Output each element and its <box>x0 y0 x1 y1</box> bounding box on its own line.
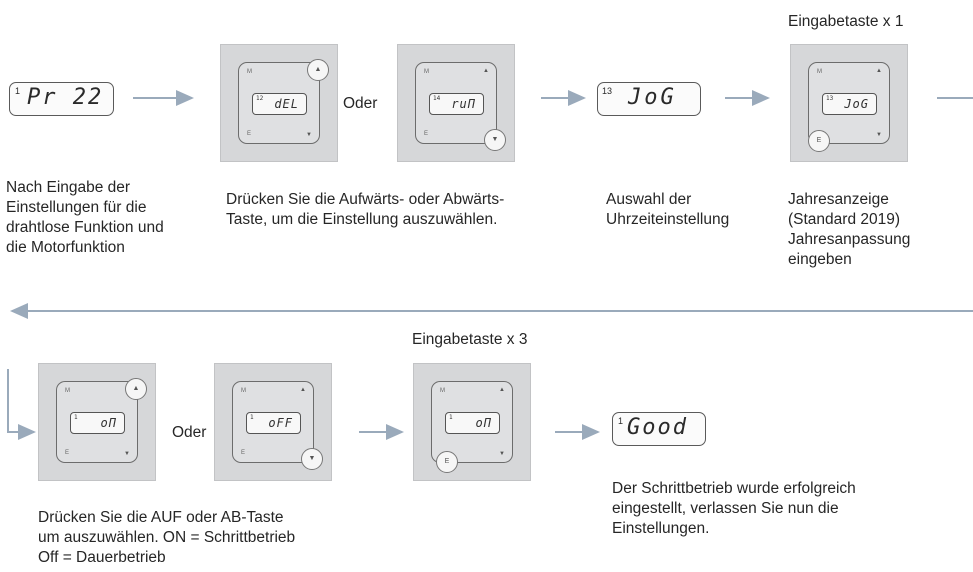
step1-caption: Nach Eingabe der Einstellungen für die d… <box>6 179 164 256</box>
arrow-down-right <box>7 369 36 440</box>
device-frame: M E ▲ 1 oFF <box>232 381 314 463</box>
device-frame: M E ▲ 14 ruП <box>415 62 497 144</box>
mode-label: M <box>817 69 822 75</box>
device-panel-down-off: M E ▲ 1 oFF ▼ <box>214 363 332 481</box>
lcd-value: Good <box>627 415 688 440</box>
screen-number: 1 <box>449 414 453 421</box>
device-panel-enter-3: M ▲ ▼ 1 oП E <box>413 363 531 481</box>
up-triangle-icon: ▲ <box>499 387 505 393</box>
down-triangle-icon: ▼ <box>876 132 882 138</box>
screen-value: ruП <box>451 97 476 111</box>
screen-value: oП <box>100 416 117 430</box>
lcd-value: Pr 22 <box>27 85 104 110</box>
device-screen: 13 JoG <box>822 93 877 115</box>
enter-x3-label: Eingabetaste x 3 <box>412 331 528 348</box>
device-panel-up-on: M E ▼ 1 oП ▲ <box>38 363 156 481</box>
screen-number: 13 <box>826 95 834 102</box>
up-triangle-icon: ▲ <box>876 68 882 74</box>
down-triangle-icon: ▼ <box>306 132 312 138</box>
step5-caption: Drücken Sie die AUF oder AB-Taste um aus… <box>38 509 296 566</box>
screen-value: JoG <box>844 97 869 111</box>
up-triangle-icon: ▲ <box>483 68 489 74</box>
down-triangle-icon: ▼ <box>124 451 130 457</box>
enter-x1-label: Eingabetaste x 1 <box>788 13 904 30</box>
screen-number: 14 <box>433 95 441 102</box>
oder-label-1: Oder <box>343 95 378 112</box>
mode-label: M <box>65 388 70 394</box>
lcd-value: JoG <box>628 85 677 110</box>
enter-button-highlight[interactable]: E <box>436 451 458 473</box>
lcd-display-jog: 13 JoG <box>597 82 701 116</box>
screen-number: 1 <box>74 414 78 421</box>
lcd-number: 13 <box>602 86 613 96</box>
step4-caption: Jahresanzeige (Standard 2019) Jahresanpa… <box>788 191 911 268</box>
enter-label: E <box>65 450 70 456</box>
device-panel-up: M E ▼ 12 dEL ▲ <box>220 44 338 162</box>
mode-label: M <box>424 69 429 75</box>
screen-value: dEL <box>274 97 299 111</box>
screen-value: oП <box>475 416 492 430</box>
device-frame: M E ▼ 12 dEL <box>238 62 320 144</box>
up-triangle-icon: ▲ <box>300 387 306 393</box>
step2-caption: Drücken Sie die Aufwärts- oder Abwärts- … <box>226 191 505 228</box>
screen-value: oFF <box>268 416 293 430</box>
device-screen: 12 dEL <box>252 93 307 115</box>
up-button-highlight[interactable]: ▲ <box>125 378 147 400</box>
device-panel-down: M E ▲ 14 ruП ▼ <box>397 44 515 162</box>
lcd-number: 1 <box>15 86 21 96</box>
device-screen: 1 oП <box>445 412 500 434</box>
down-button-highlight[interactable]: ▼ <box>301 448 323 470</box>
oder-label-2: Oder <box>172 424 207 441</box>
mode-label: M <box>247 69 252 75</box>
down-button-highlight[interactable]: ▼ <box>484 129 506 151</box>
lcd-display-pr22: 1 Pr 22 <box>9 82 114 116</box>
step7-caption: Der Schrittbetrieb wurde erfolgreich ein… <box>612 480 856 537</box>
down-triangle-icon: ▼ <box>499 451 505 457</box>
screen-number: 12 <box>256 95 264 102</box>
device-frame: M E ▼ 1 oП <box>56 381 138 463</box>
mode-label: M <box>241 388 246 394</box>
enter-label: E <box>424 131 429 137</box>
enter-button-highlight[interactable]: E <box>808 130 830 152</box>
screen-number: 1 <box>250 414 254 421</box>
enter-label: E <box>241 450 246 456</box>
device-panel-enter: M ▲ ▼ 13 JoG E <box>790 44 908 162</box>
device-screen: 1 oFF <box>246 412 301 434</box>
lcd-number: 1 <box>618 416 624 426</box>
mode-label: M <box>440 388 445 394</box>
step3-caption: Auswahl der Uhrzeiteinstellung <box>606 191 730 228</box>
device-frame: M ▲ ▼ 1 oП <box>431 381 513 463</box>
lcd-display-good: 1 Good <box>612 412 706 446</box>
up-button-highlight[interactable]: ▲ <box>307 59 329 81</box>
enter-label: E <box>247 131 252 137</box>
device-screen: 1 oП <box>70 412 125 434</box>
device-screen: 14 ruП <box>429 93 484 115</box>
